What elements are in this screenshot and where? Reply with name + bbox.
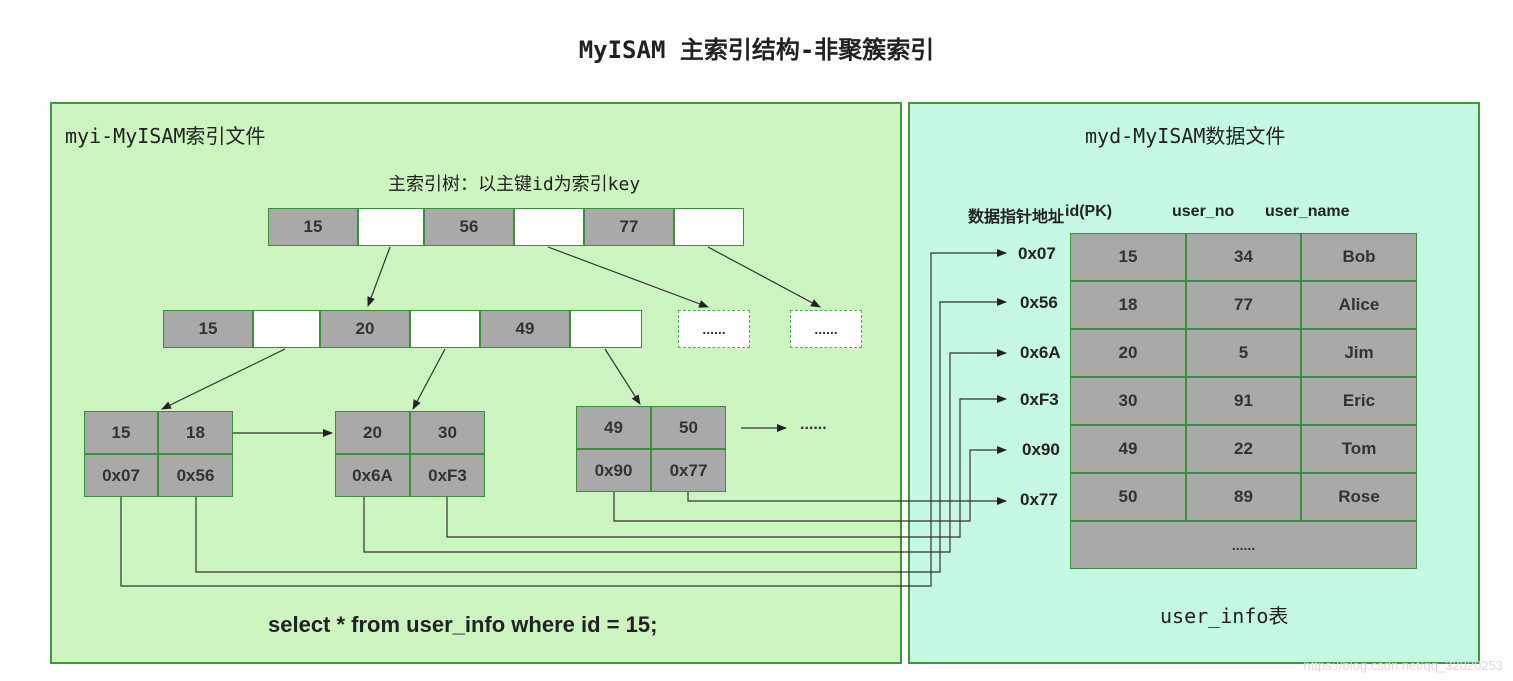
pointer-line (195, 298, 1007, 573)
table-cell: 49 (1070, 425, 1186, 473)
tree-edge (161, 348, 286, 410)
table-cell: 50 (1070, 473, 1186, 521)
root-pointer-slot (514, 208, 584, 246)
row-address: 0x56 (1020, 293, 1058, 312)
pointer-line (687, 492, 1007, 505)
tree-edge (604, 348, 641, 405)
table-cell: 20 (1070, 329, 1186, 377)
row-address: 0x90 (1022, 440, 1060, 459)
tree-edge (707, 246, 821, 308)
leaf-pointer: 0x6A (335, 454, 410, 497)
root-pointer-slot (674, 208, 744, 246)
tree-label: 主索引树：以主键id为索引key (388, 174, 641, 195)
placeholder-node: ...... (678, 310, 750, 348)
leaf-continuation: ...... (800, 416, 827, 433)
header-id: id(PK) (1065, 203, 1113, 220)
root-key: 77 (584, 208, 674, 246)
table-cell: 91 (1186, 377, 1301, 425)
table-cell: 30 (1070, 377, 1186, 425)
table-cell: Rose (1301, 473, 1417, 521)
pointer-line (613, 446, 1007, 522)
table-cell: Bob (1301, 233, 1417, 281)
table-cell: 18 (1070, 281, 1186, 329)
placeholder-node: ...... (790, 310, 862, 348)
header-user-no: user_no (1172, 203, 1235, 220)
tree-edge (367, 246, 391, 307)
table-cell: 5 (1186, 329, 1301, 377)
leaf-key: 50 (651, 406, 726, 449)
root-key: 15 (268, 208, 358, 246)
sql-query: select * from user_info where id = 15; (268, 612, 658, 637)
tree-edge (412, 348, 446, 410)
table-cell: Alice (1301, 281, 1417, 329)
header-user-name: user_name (1265, 203, 1350, 220)
internal-key: 49 (480, 310, 570, 348)
table-cell: 77 (1186, 281, 1301, 329)
internal-pointer-slot (410, 310, 480, 348)
row-address: 0x77 (1020, 490, 1058, 509)
pointer-line (446, 395, 1007, 538)
diagram-title: MyISAM 主索引结构-非聚簇索引 (578, 36, 935, 64)
internal-key: 15 (163, 310, 253, 348)
internal-key: 20 (320, 310, 410, 348)
row-address: 0x07 (1018, 244, 1056, 263)
leaf-pointer: 0x56 (158, 454, 233, 497)
table-cell: Eric (1301, 377, 1417, 425)
leaf-key: 20 (335, 411, 410, 454)
table-cell: Tom (1301, 425, 1417, 473)
table-cell: 89 (1186, 473, 1301, 521)
internal-pointer-slot (253, 310, 320, 348)
table-cell: 22 (1186, 425, 1301, 473)
row-address: 0x6A (1020, 343, 1061, 362)
header-address: 数据指针地址 (968, 209, 1065, 226)
leaf-key: 30 (410, 411, 485, 454)
leaf-pointer: 0x90 (576, 449, 651, 492)
pointer-line (363, 349, 1007, 553)
root-key: 56 (424, 208, 514, 246)
table-name: user_info表 (1160, 604, 1289, 628)
pointer-line (120, 249, 1007, 587)
internal-pointer-slot (570, 310, 642, 348)
leaf-key: 15 (84, 411, 158, 454)
root-pointer-slot (358, 208, 424, 246)
tree-edge (547, 246, 709, 308)
table-cell: 15 (1070, 233, 1186, 281)
index-file-panel (50, 102, 902, 664)
leaf-key: 18 (158, 411, 233, 454)
row-address: 0xF3 (1020, 390, 1059, 409)
leaf-pointer: 0x77 (651, 449, 726, 492)
table-cell: Jim (1301, 329, 1417, 377)
leaf-pointer: 0x07 (84, 454, 158, 497)
watermark: https://blog.csdn.net/qq_32020253 (1303, 658, 1504, 673)
table-more-row: ...... (1070, 521, 1417, 569)
index-file-label: myi-MyISAM索引文件 (65, 124, 266, 148)
data-file-label: myd-MyISAM数据文件 (1085, 124, 1286, 148)
table-cell: 34 (1186, 233, 1301, 281)
leaf-pointer: 0xF3 (410, 454, 485, 497)
leaf-key: 49 (576, 406, 651, 449)
